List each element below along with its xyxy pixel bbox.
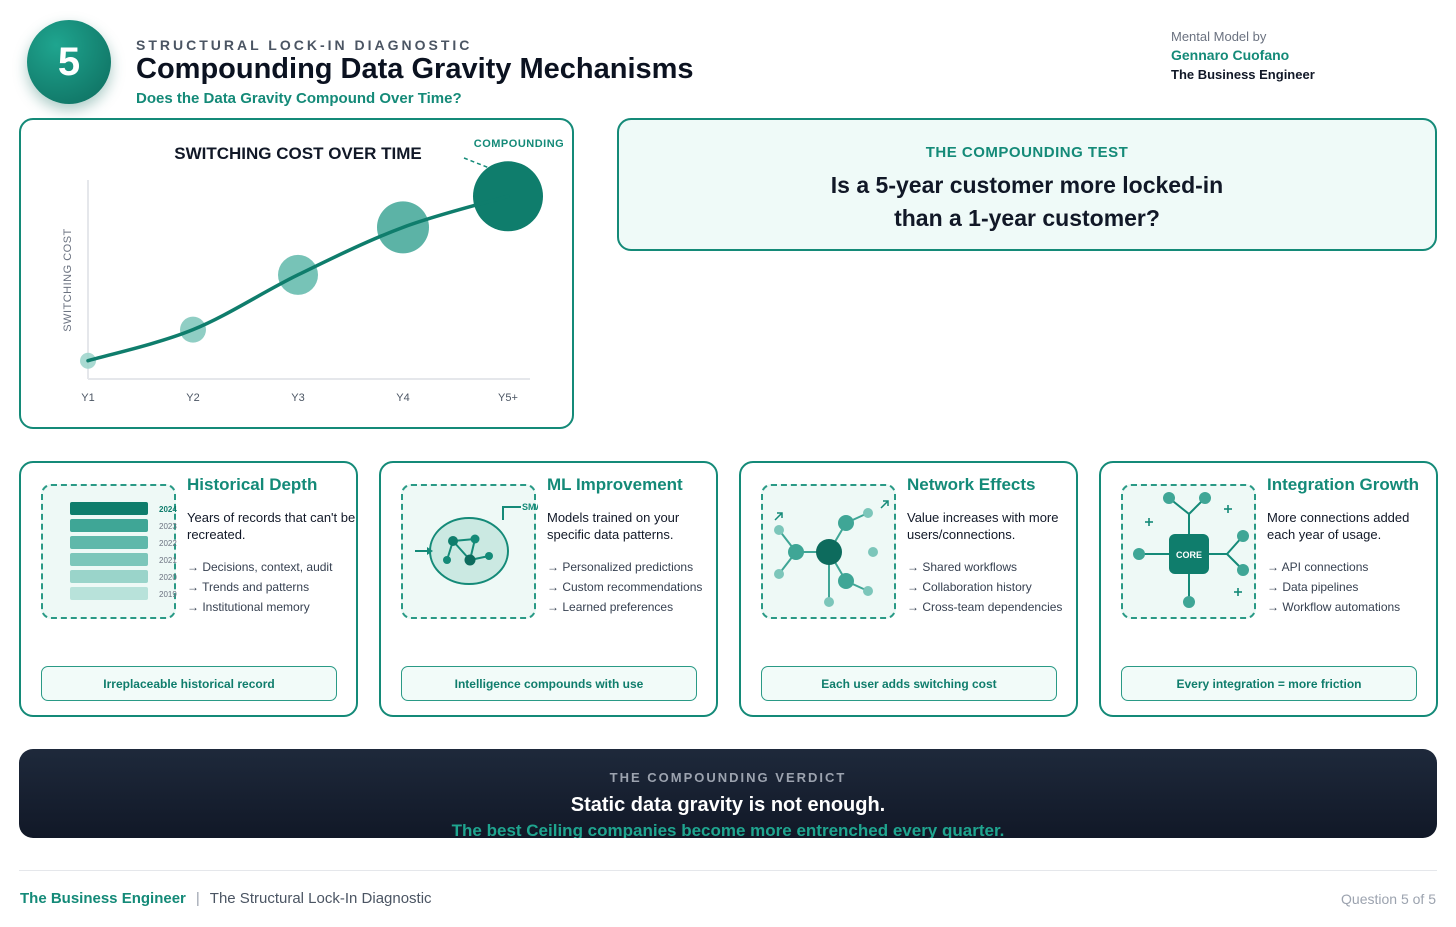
test-question: Is a 5-year customer more locked-in than… [619, 169, 1435, 235]
mechanism-list: API connections Data pipelines Workflow … [1267, 557, 1401, 617]
record-year-label: 2021 [159, 556, 177, 565]
record-year-label: 2019 [159, 590, 177, 599]
mechanism-title: Historical Depth [187, 475, 318, 494]
list-item: Decisions, context, audit [187, 557, 332, 577]
page-title: Compounding Data Gravity Mechanisms [136, 53, 694, 85]
record-year-label: 2022 [159, 539, 177, 548]
mechanism-card-historical-depth: 2024 2023 2022 2021 2020 2019 Historical… [19, 461, 358, 717]
page-subtitle: Does the Data Gravity Compound Over Time… [136, 90, 462, 107]
x-tick-label: Y1 [81, 392, 94, 404]
x-tick-label: Y2 [186, 392, 199, 404]
verdict-line1: Static data gravity is not enough. [570, 794, 886, 816]
mechanism-footer-tag: Each user adds switching cost [761, 666, 1057, 701]
mechanism-card-integration-growth: CORE Integration Growth More connections… [1099, 461, 1438, 717]
list-item: Trends and patterns [187, 577, 332, 597]
header-kicker: STRUCTURAL LOCK-IN DIAGNOSTIC [136, 37, 473, 53]
compounding-verdict-banner: THE COMPOUNDING VERDICT Static data grav… [19, 749, 1437, 838]
credit-block: Mental Model by Gennaro Cuofano The Busi… [1171, 27, 1315, 84]
mechanism-title: Network Effects [907, 475, 1036, 494]
test-question-line1: Is a 5-year customer more locked-in [830, 172, 1224, 198]
mechanism-description: More connections added each year of usag… [1267, 510, 1410, 542]
annotation-label: COMPOUNDING [474, 138, 564, 150]
compounding-test-card: THE COMPOUNDING TEST Is a 5-year custome… [617, 118, 1437, 251]
credit-label: Mental Model by [1171, 29, 1267, 44]
footer-divider [19, 870, 1437, 871]
series-line [86, 194, 510, 363]
switching-cost-chart-card: SWITCHING COST OVER TIME SWITCHING COST Y1… [19, 118, 574, 429]
x-tick-label: Y3 [291, 392, 304, 404]
mechanism-title: ML Improvement [547, 475, 683, 494]
switching-cost-chart: SWITCHING COST OVER TIME SWITCHING COST Y1… [62, 138, 564, 404]
mechanism-list: Decisions, context, audit Trends and pat… [187, 557, 332, 617]
verdict-line2: The best Ceiling companies become more e… [451, 821, 1005, 838]
mechanism-description: Value increases with more users/connecti… [907, 510, 1059, 542]
network-graph-icon [761, 484, 896, 619]
list-item: Institutional memory [187, 597, 332, 617]
mechanism-list: Personalized predictions Custom recommen… [547, 557, 702, 617]
core-label: CORE [1176, 550, 1202, 560]
annotation-leader [463, 157, 491, 169]
test-label: THE COMPOUNDING TEST [925, 144, 1129, 161]
list-item: Shared workflows [907, 557, 1062, 577]
footer-separator: | [195, 890, 200, 907]
list-item: API connections [1267, 557, 1400, 577]
list-item: Workflow automations [1267, 597, 1400, 617]
x-tick-label: Y5+ [498, 392, 518, 404]
x-tick-label: Y4 [396, 392, 409, 404]
record-year-label: 2023 [159, 522, 177, 531]
list-item: Custom recommendations [547, 577, 702, 597]
mechanism-list: Shared workflows Collaboration history C… [907, 557, 1062, 617]
list-item: Cross-team dependencies [907, 597, 1062, 617]
credit-author: Gennaro Cuofano [1171, 47, 1290, 63]
mechanism-description: Models trained on your specific data pat… [547, 510, 680, 542]
stacked-records-icon: 2024 2023 2022 2021 2020 2019 [41, 484, 177, 619]
mechanism-title: Integration Growth [1267, 475, 1420, 494]
record-year-label: 2020 [159, 573, 177, 582]
integration-hub-icon: CORE [1121, 484, 1256, 619]
question-number-badge: 5 [27, 20, 111, 104]
list-item: Collaboration history [907, 577, 1062, 597]
record-year-label: 2024 [159, 505, 177, 514]
credit-org: The Business Engineer [1171, 67, 1315, 82]
mechanism-footer-tag: Irreplaceable historical record [41, 666, 337, 701]
chart-title: SWITCHING COST OVER TIME [174, 144, 421, 163]
list-item: Personalized predictions [547, 557, 702, 577]
ml-model-icon: SMARTER [401, 484, 538, 619]
y-axis-label: SWITCHING COST [62, 228, 74, 332]
list-item: Learned preferences [547, 597, 702, 617]
list-item: Data pipelines [1267, 577, 1400, 597]
footer-series-name: The Structural Lock-In Diagnostic [209, 890, 432, 907]
footer-brand: The Business Engineer [20, 890, 186, 907]
mechanism-footer-tag: Every integration = more friction [1121, 666, 1417, 701]
test-question-line2: than a 1-year customer? [894, 205, 1160, 231]
mechanism-card-ml-improvement: SMARTER ML Improvement Models trained on… [379, 461, 718, 717]
verdict-label: THE COMPOUNDING VERDICT [609, 770, 847, 785]
mechanism-card-network-effects: Network Effects Value increases with mor… [739, 461, 1078, 717]
footer-brand-block: The Business Engineer | The Structural Loc… [20, 890, 432, 907]
smarter-label: SMARTER [522, 502, 538, 512]
mechanism-description: Years of records that can't be recreated… [187, 510, 356, 542]
mechanism-footer-tag: Intelligence compounds with use [401, 666, 697, 701]
page-indicator: Question 5 of 5 [1341, 891, 1436, 907]
